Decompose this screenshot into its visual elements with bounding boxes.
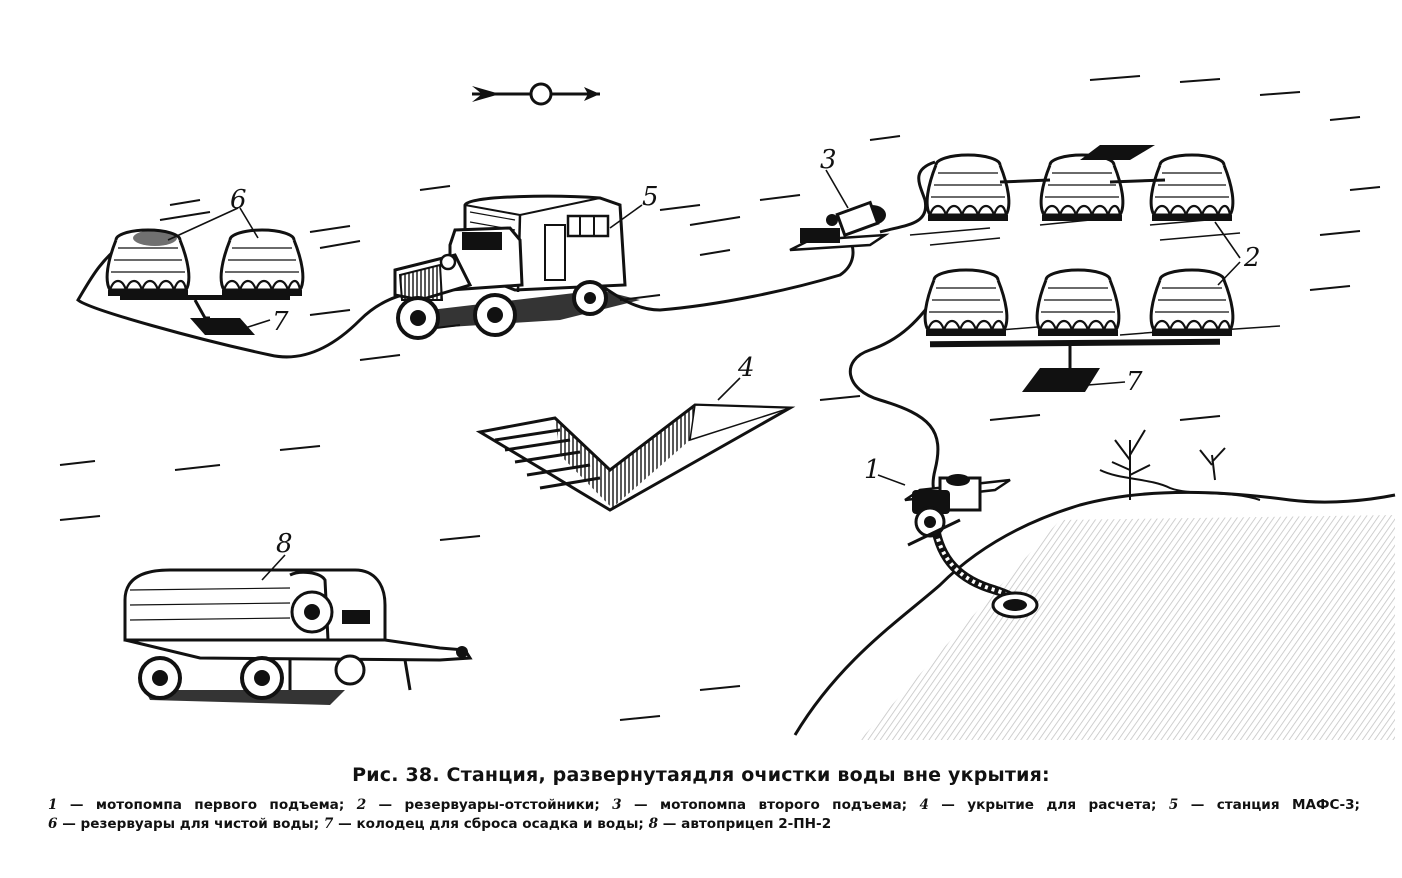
figure-caption-title: Рис. 38. Станция, развернутаядля очистки… bbox=[352, 764, 1050, 786]
hill-slope bbox=[793, 429, 1396, 740]
station-illustration: 6 5 3 4 2 7 7 1 8 bbox=[59, 75, 1396, 740]
legend-item: 4 — укрытие для расчета; bbox=[919, 797, 1157, 813]
legend-item: 3 — мотопомпа второго подъема; bbox=[612, 797, 908, 813]
legend-item: 2 — резервуары-отстойники; bbox=[356, 797, 600, 813]
label-8: 8 bbox=[276, 529, 293, 559]
label-6: 6 bbox=[230, 185, 247, 215]
label-2: 2 bbox=[1243, 243, 1261, 273]
label-5: 5 bbox=[642, 182, 659, 212]
label-7-right: 7 bbox=[1126, 367, 1143, 397]
label-3: 3 bbox=[820, 145, 837, 175]
trailer-2pn2 bbox=[123, 568, 473, 705]
settling-tanks bbox=[923, 145, 1235, 392]
label-7-left: 7 bbox=[272, 307, 289, 337]
ground-shading bbox=[909, 217, 1281, 336]
north-arrow-icon bbox=[472, 82, 600, 106]
suction-hose bbox=[930, 524, 1039, 619]
legend-item: 5 — станция МАФС-3; bbox=[1168, 797, 1360, 813]
second-lift-pump bbox=[789, 200, 890, 252]
ground-texture bbox=[59, 75, 1381, 721]
label-4: 4 bbox=[737, 353, 755, 383]
label-leaders bbox=[167, 169, 1241, 581]
legend-item: 7 — колодец для сброса осадка и воды; bbox=[323, 816, 644, 832]
clean-water-tanks bbox=[105, 228, 305, 335]
legend-item: 1 — мотопомпа первого подъема; bbox=[48, 797, 345, 813]
figure-legend: 1 — мотопомпа первого подъема; 2 — резер… bbox=[48, 796, 1360, 834]
filter-station-truck bbox=[393, 194, 640, 340]
crew-shelter-trench bbox=[475, 403, 796, 512]
first-lift-pump bbox=[904, 474, 1011, 547]
legend-item: 6 — резервуары для чистой воды; bbox=[48, 816, 320, 832]
legend-item: 8 — автоприцеп 2-ПН-2 bbox=[648, 816, 832, 832]
label-1: 1 bbox=[864, 455, 881, 485]
